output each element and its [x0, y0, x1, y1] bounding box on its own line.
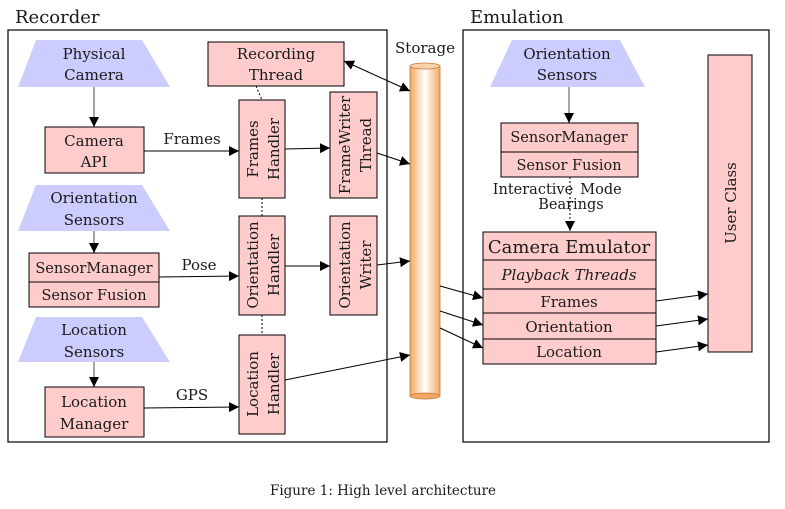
- gps-edge-label: GPS: [176, 386, 208, 404]
- bearings-label: Bearings: [538, 197, 604, 213]
- orientation-to-user-arrow: [655, 315, 709, 327]
- emulation-frame: [462, 29, 770, 443]
- svg-text:Orientation: Orientation: [523, 45, 611, 63]
- svg-text:Thread: Thread: [357, 117, 375, 172]
- physical-camera-node: Physical Camera: [18, 40, 170, 87]
- interactive-label: Interactive: [493, 182, 573, 198]
- svg-text:Physical: Physical: [63, 45, 126, 63]
- svg-text:Handler: Handler: [265, 117, 283, 180]
- playback-threads-label: Playback Threads: [500, 266, 636, 284]
- svg-text:Handler: Handler: [265, 233, 283, 296]
- storage-to-location-arrow: [439, 327, 484, 349]
- frames-handler-node: Frames Handler: [238, 99, 286, 199]
- recorder-title: Recorder: [15, 7, 100, 28]
- svg-text:Frames: Frames: [244, 120, 262, 177]
- location-handler-to-storage-arrow: [284, 352, 411, 381]
- location-to-user-arrow: [655, 341, 709, 353]
- storage-label: Storage: [395, 39, 455, 57]
- storage-cylinder: [409, 62, 441, 400]
- camera-emulator-label: Camera Emulator: [488, 237, 651, 258]
- svg-text:Writer: Writer: [357, 240, 375, 290]
- svg-text:Orientation: Orientation: [244, 221, 262, 309]
- svg-text:API: API: [80, 153, 108, 171]
- location-manager-node: Location Manager: [44, 386, 145, 438]
- recorder-orientation-sensors-node: Orientation Sensors: [18, 185, 170, 231]
- svg-text:Location: Location: [61, 321, 127, 339]
- framewriter-thread-node: FrameWriter Thread: [329, 91, 378, 199]
- svg-text:Thread: Thread: [249, 66, 304, 84]
- svg-text:Recording: Recording: [237, 45, 316, 63]
- svg-text:Orientation: Orientation: [336, 221, 354, 309]
- recorder-location-sensors-node: Location Sensors: [18, 317, 170, 362]
- orientation-writer-to-storage-arrow: [376, 257, 411, 268]
- svg-text:Camera: Camera: [64, 66, 124, 84]
- camera-api-node: Camera API: [44, 126, 145, 174]
- svg-text:Location: Location: [244, 351, 262, 417]
- mode-label: Mode: [580, 182, 621, 198]
- recording-thread-link: [255, 85, 263, 101]
- recorder-frame: [7, 29, 388, 443]
- frames-edge-label: Frames: [163, 130, 220, 148]
- svg-text:Orientation: Orientation: [50, 189, 138, 207]
- playback-orientation-label: Orientation: [525, 318, 613, 336]
- sensor-fusion-label: Sensor Fusion: [41, 288, 146, 304]
- gps-edge: [143, 402, 240, 413]
- recording-thread-node: Recording Thread: [207, 41, 345, 87]
- orientation-handler-node: Orientation Handler: [238, 215, 286, 316]
- playback-frames-label: Frames: [540, 293, 597, 311]
- svg-text:Camera: Camera: [64, 132, 124, 150]
- frames-handler-to-writer-arrow: [284, 143, 331, 154]
- svg-text:Manager: Manager: [60, 415, 129, 433]
- figure-caption: Figure 1: High level architecture: [270, 483, 496, 499]
- orientation-writer-node: Orientation Writer: [329, 215, 378, 316]
- svg-text:Sensor Fusion: Sensor Fusion: [516, 158, 621, 174]
- svg-text:SensorManager: SensorManager: [510, 130, 627, 146]
- emulation-orientation-sensors-node: Orientation Sensors: [490, 40, 645, 87]
- svg-text:Sensors: Sensors: [537, 66, 597, 84]
- frames-to-user-arrow: [655, 290, 709, 302]
- svg-text:User Class: User Class: [722, 162, 740, 244]
- user-class-node: User Class: [707, 54, 753, 353]
- svg-text:Handler: Handler: [265, 352, 283, 415]
- emulation-sensor-manager-node: SensorManager Sensor Fusion: [500, 122, 639, 178]
- svg-text:Location: Location: [61, 393, 127, 411]
- sensor-manager-label: SensorManager: [35, 261, 152, 277]
- storage-to-orientation-arrow: [439, 310, 484, 327]
- emulation-title: Emulation: [470, 7, 564, 28]
- pose-edge: [158, 271, 240, 282]
- svg-text:FrameWriter: FrameWriter: [336, 95, 354, 194]
- recorder-sensor-manager-node: SensorManager Sensor Fusion: [28, 252, 160, 308]
- storage-to-frames-arrow: [439, 285, 484, 301]
- location-handler-node: Location Handler: [238, 334, 286, 435]
- playback-location-label: Location: [536, 343, 602, 361]
- svg-text:Sensors: Sensors: [64, 343, 124, 361]
- pose-edge-label: Pose: [181, 256, 216, 274]
- recording-thread-storage-arrow: [343, 60, 411, 92]
- camera-emulator-node: Camera Emulator Playback Threads Frames …: [482, 231, 657, 365]
- framewriter-to-storage-arrow: [376, 152, 411, 166]
- svg-text:Sensors: Sensors: [64, 211, 124, 229]
